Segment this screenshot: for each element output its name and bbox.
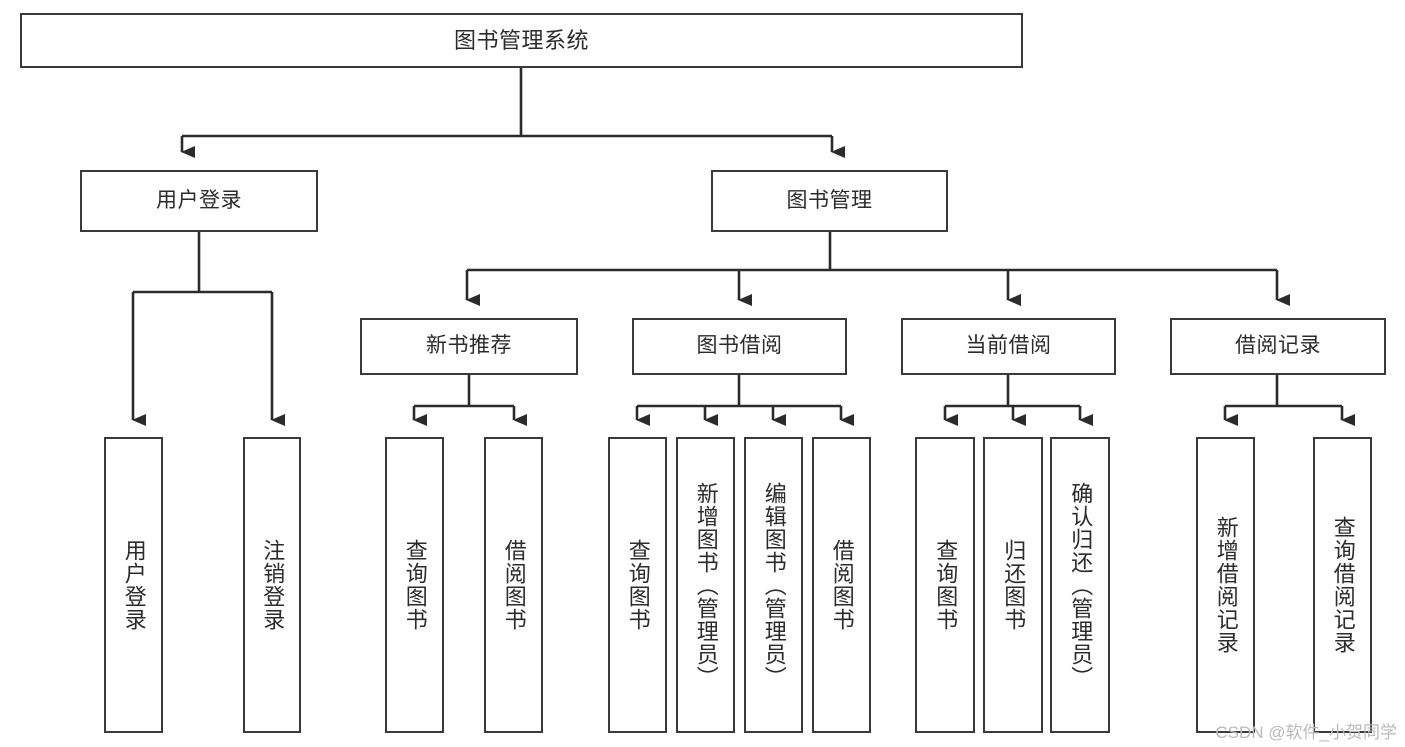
leaf-query-book-current[interactable]: 查询图书 [915,437,975,733]
node-label: 图书管理系统 [453,27,589,53]
node-label: 用户登录 [156,188,242,212]
node-label: 查询借阅记录 [1330,516,1356,654]
node-label: 编辑图书（管理员） [761,481,787,689]
node-root-system[interactable]: 图书管理系统 [20,13,1023,68]
leaf-edit-book-admin[interactable]: 编辑图书（管理员） [744,437,803,733]
node-label: 新增图书（管理员） [693,481,719,689]
node-label: 图书管理 [786,188,873,212]
node-book-borrow[interactable]: 图书借阅 [632,318,847,375]
node-label: 借阅图书 [829,539,855,631]
node-user-login[interactable]: 用户登录 [80,170,318,232]
leaf-query-book-newbook[interactable]: 查询图书 [385,437,444,733]
node-label: 归还图书 [1001,539,1027,631]
node-label: 当前借阅 [965,334,1052,358]
node-current-borrow[interactable]: 当前借阅 [901,318,1116,375]
node-new-book-recommend[interactable]: 新书推荐 [360,318,578,375]
node-label: 新增借阅记录 [1213,516,1239,654]
leaf-logout[interactable]: 注销登录 [243,437,301,733]
node-label: 查询图书 [625,539,651,631]
leaf-return-book[interactable]: 归还图书 [983,437,1043,733]
leaf-borrow-book[interactable]: 借阅图书 [812,437,871,733]
node-label: 查询图书 [933,539,959,631]
node-label: 新书推荐 [426,334,512,358]
node-label: 图书借阅 [696,334,783,358]
node-borrow-record[interactable]: 借阅记录 [1170,318,1386,375]
node-label: 用户登录 [121,539,147,631]
leaf-confirm-return-admin[interactable]: 确认归还（管理员） [1050,437,1110,733]
leaf-query-borrow-record[interactable]: 查询借阅记录 [1313,437,1372,733]
node-label: 借阅记录 [1235,334,1321,358]
watermark: CSDN @软件_小贺同学 [1215,723,1397,742]
node-label: 查询图书 [402,539,428,631]
node-book-management[interactable]: 图书管理 [711,170,948,232]
leaf-borrow-book-newbook[interactable]: 借阅图书 [484,437,543,733]
leaf-add-book-admin[interactable]: 新增图书（管理员） [676,437,735,733]
leaf-query-book-borrow[interactable]: 查询图书 [608,437,667,733]
leaf-user-login[interactable]: 用户登录 [104,437,163,733]
node-label: 确认归还（管理员） [1068,481,1094,689]
node-label: 借阅图书 [501,539,527,631]
leaf-add-borrow-record[interactable]: 新增借阅记录 [1196,437,1255,733]
node-label: 注销登录 [260,539,286,631]
